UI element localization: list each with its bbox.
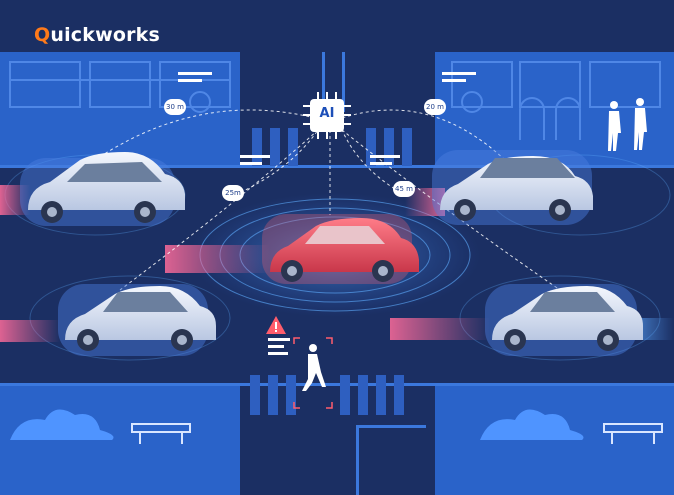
ai-chip-label: AI	[319, 106, 335, 121]
pedestrian-icon	[302, 98, 647, 391]
brand-logo-prefix: Q	[34, 24, 51, 46]
connection-lines	[94, 109, 561, 291]
info-bars	[178, 72, 476, 355]
car-icon	[20, 150, 643, 356]
warning-icon	[266, 316, 286, 334]
bench-icon	[131, 423, 663, 444]
distance-badge-right-top: 20 m	[424, 99, 446, 115]
distance-badge-left-mid: 25m	[222, 185, 244, 201]
distance-badge-right-mid: 45 m	[393, 181, 415, 197]
distance-badge-left-top: 30 m	[164, 99, 186, 115]
brand-logo-rest: uickworks	[50, 24, 161, 46]
tree-icon	[10, 409, 584, 440]
city-blocks	[0, 52, 674, 495]
ai-chip-icon	[303, 92, 351, 139]
pedestrian-frame	[293, 337, 333, 409]
